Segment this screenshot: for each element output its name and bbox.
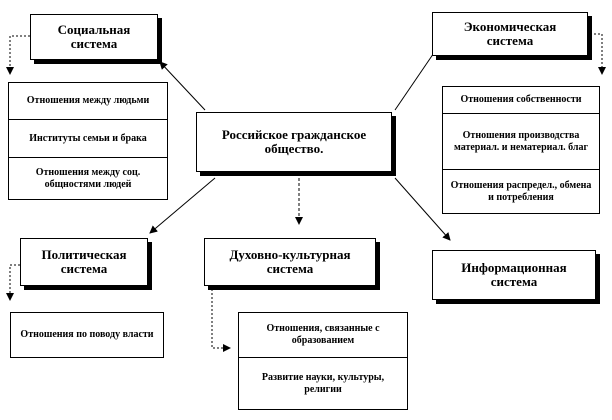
economic-item: Отношения производства материал. и немат…	[443, 113, 599, 169]
social-title-line1: Социальная	[57, 22, 131, 37]
arrow-to-social	[159, 61, 206, 111]
spiritual-list: Отношения, связанные с образованием Разв…	[238, 312, 408, 410]
dotted-social	[6, 35, 30, 75]
spiritual-title-line1: Духовно-культурная	[229, 247, 351, 262]
social-system-box: Социальная система	[30, 14, 158, 60]
arrow-to-information	[394, 177, 451, 241]
social-item: Отношения между людьми	[26, 95, 150, 106]
dotted-political	[6, 264, 20, 301]
center-line2: общество.	[264, 141, 324, 156]
social-title-line2: система	[70, 36, 118, 51]
economic-list: Отношения собственности Отношения произв…	[442, 86, 600, 214]
political-item: Отношения по поводу власти	[20, 329, 154, 340]
center-line1: Российское гражданское	[221, 127, 367, 142]
political-system-box: Политическая система	[20, 238, 148, 286]
political-list: Отношения по поводу власти	[10, 312, 164, 358]
information-title-line2: система	[490, 274, 538, 289]
social-item: Институты семьи и брака	[9, 119, 167, 157]
social-list: Отношения между людьми Институты семьи и…	[8, 82, 168, 200]
spiritual-system-box: Духовно-культурная система	[204, 238, 376, 286]
arrow-to-political	[149, 177, 216, 234]
political-title-line2: система	[60, 261, 108, 276]
information-system-box: Информационная система	[432, 250, 596, 300]
economic-title-line1: Экономическая	[463, 19, 557, 34]
spiritual-title-line2: система	[266, 261, 314, 276]
dotted-economic	[590, 33, 606, 75]
information-title-line1: Информационная	[461, 260, 567, 275]
economic-item: Отношения распредел., обмена и потреблен…	[443, 169, 599, 213]
political-title-line1: Политическая	[41, 247, 127, 262]
center-box: Российское гражданское общество.	[196, 112, 392, 172]
economic-system-box: Экономическая система	[432, 12, 588, 56]
spiritual-item: Отношения, связанные с образованием	[266, 323, 380, 346]
economic-title-line2: система	[486, 33, 534, 48]
social-item: Отношения между соц. общностями людей	[9, 157, 167, 199]
economic-item: Отношения собственности	[460, 94, 582, 105]
spiritual-item: Развитие науки, культуры, религии	[239, 357, 407, 409]
